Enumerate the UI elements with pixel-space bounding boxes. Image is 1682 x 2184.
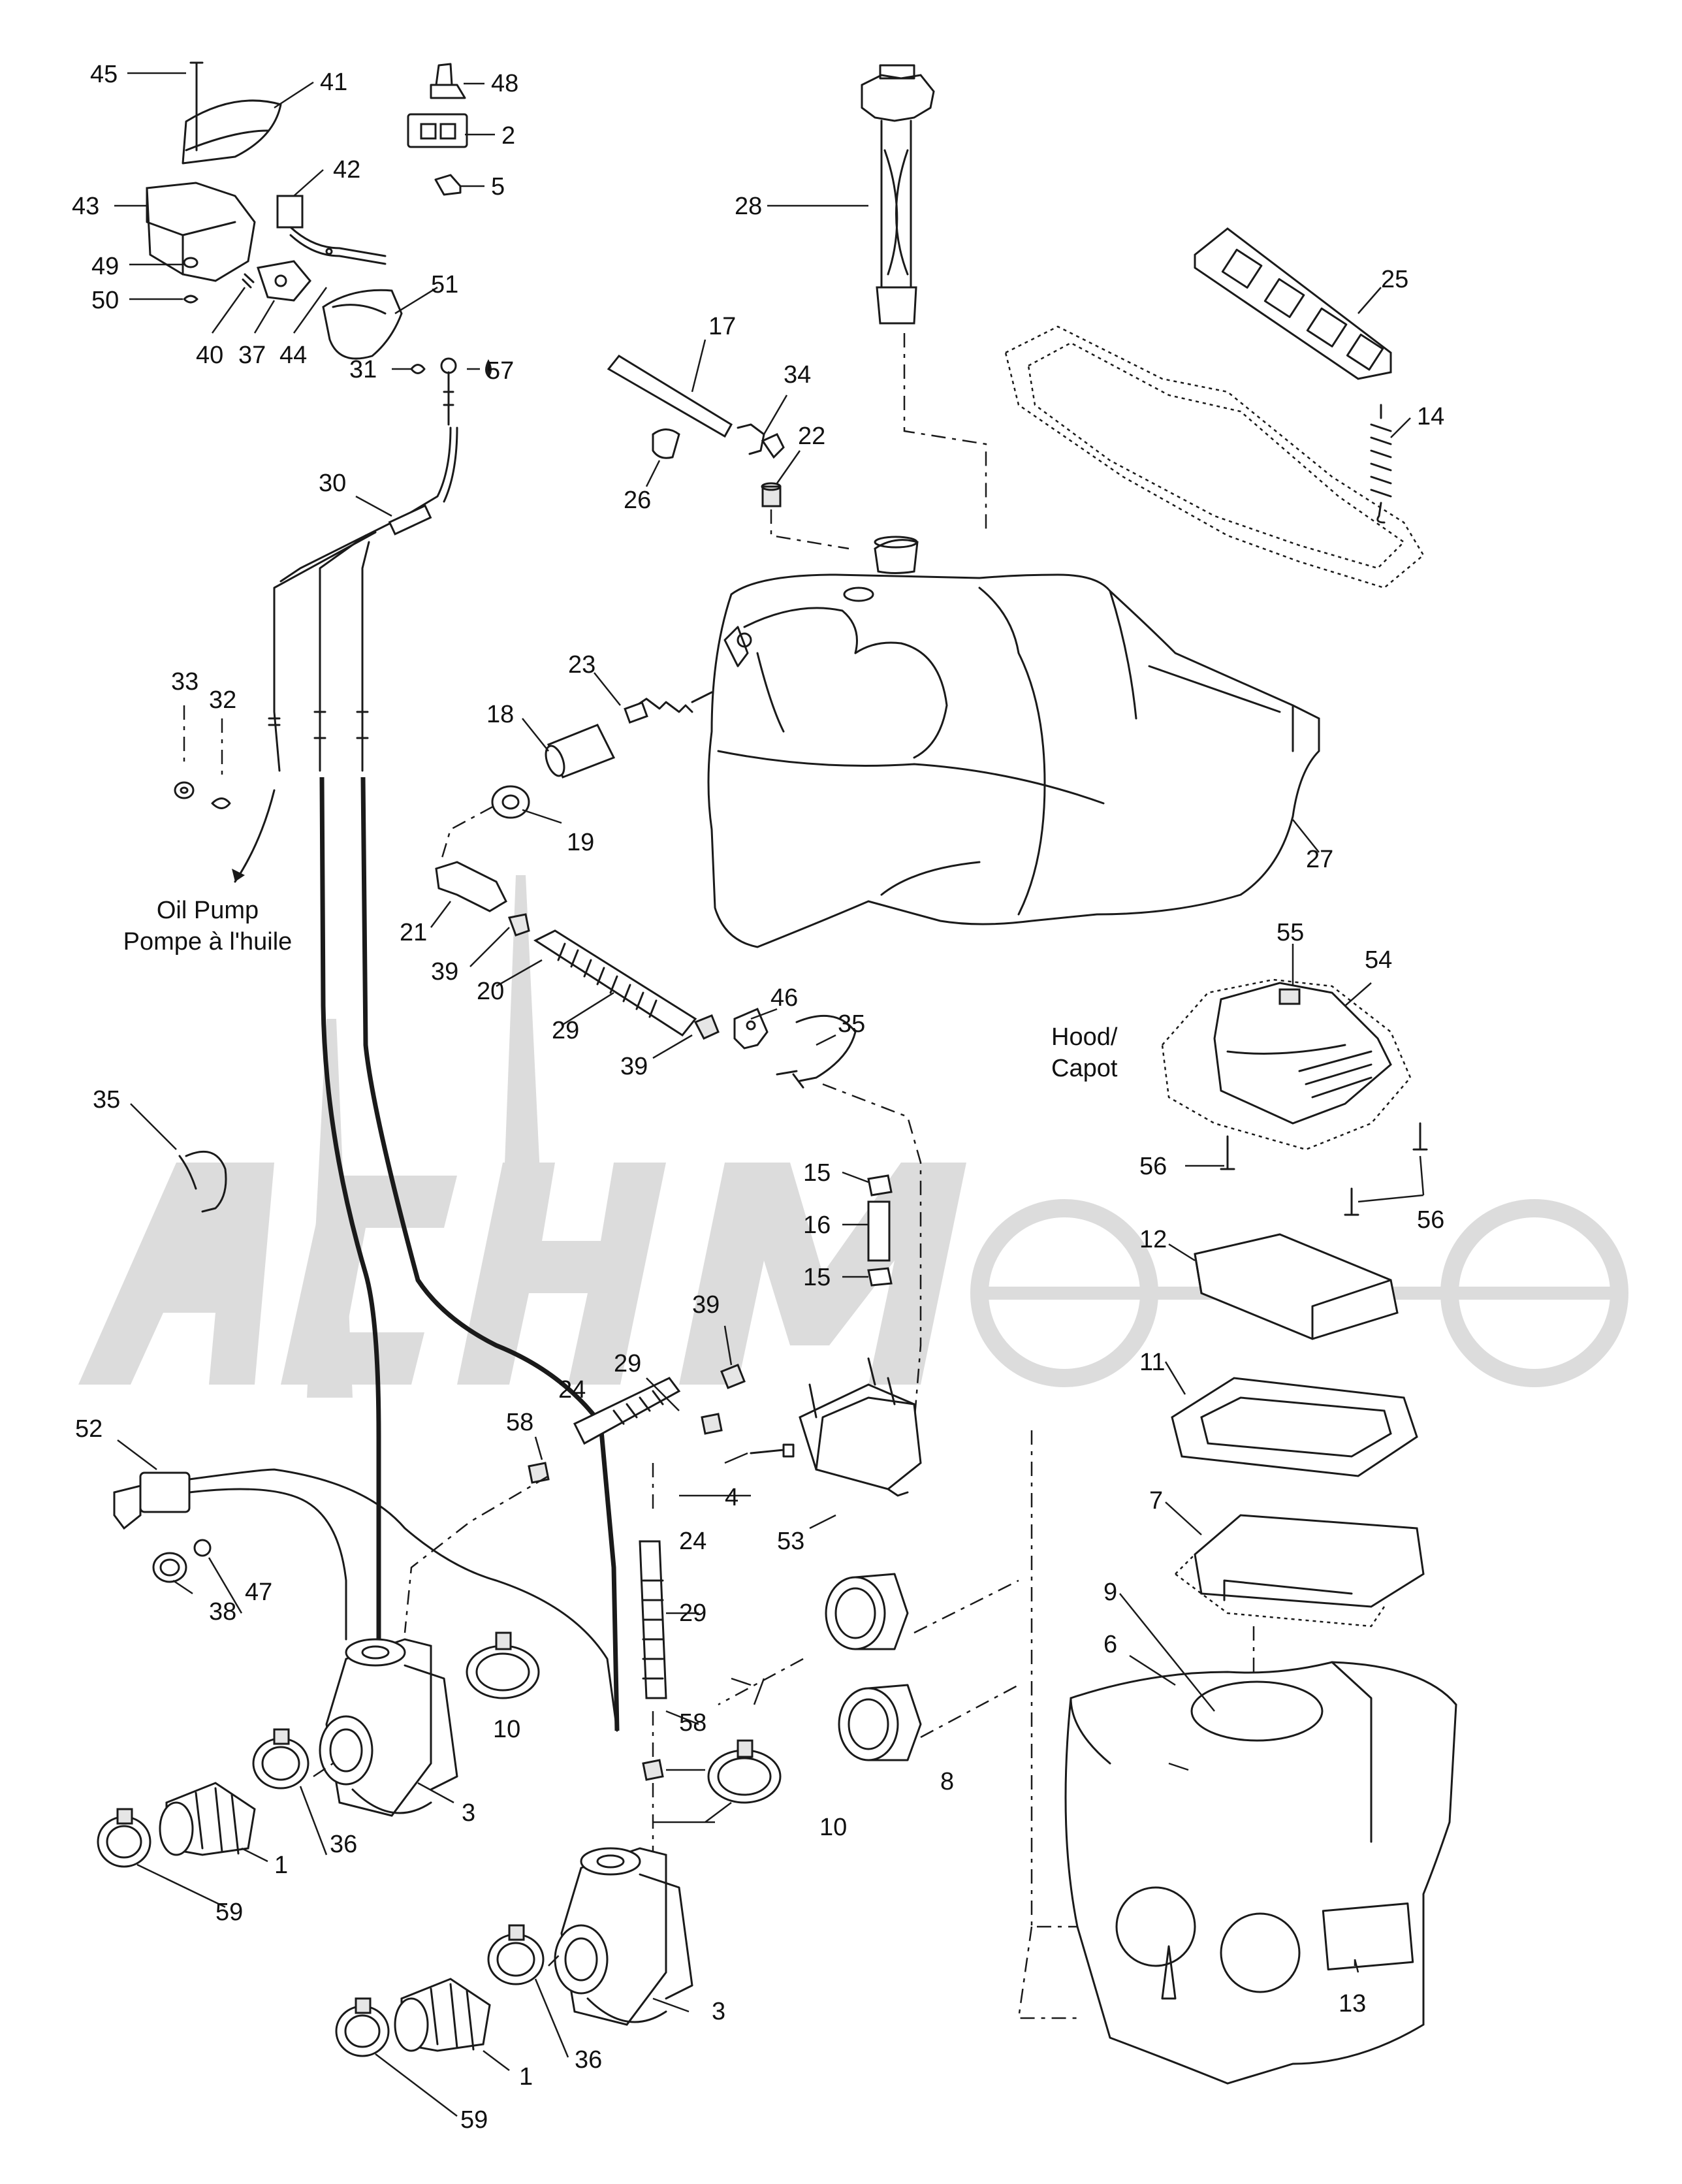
label-25: 25: [1381, 266, 1408, 293]
label-30: 30: [319, 470, 346, 497]
label-51: 51: [431, 271, 458, 298]
label-43: 43: [72, 193, 99, 220]
label-32: 32: [209, 686, 236, 714]
label-57: 57: [486, 357, 514, 385]
label-3-lower: 3: [712, 1998, 725, 2025]
label-9: 9: [1103, 1579, 1117, 1606]
oil-pump-note-fr: Pompe à l'huile: [123, 928, 293, 956]
label-29-mid: 29: [614, 1350, 641, 1377]
label-29-top: 29: [552, 1017, 579, 1044]
label-56-right: 56: [1417, 1206, 1444, 1234]
label-33: 33: [171, 668, 198, 696]
label-1-upper: 1: [274, 1852, 288, 1879]
fuel-tubes: [404, 1174, 893, 1874]
label-8: 8: [940, 1768, 954, 1795]
label-44: 44: [279, 342, 307, 369]
label-13: 13: [1339, 1990, 1366, 2017]
label-4: 4: [725, 1484, 738, 1511]
carburetor-1: [319, 1638, 458, 1817]
label-46: 46: [770, 984, 798, 1012]
label-10-right: 10: [819, 1814, 847, 1841]
label-59-upper: 59: [215, 1899, 243, 1926]
label-18: 18: [486, 701, 514, 728]
label-58-top: 58: [506, 1409, 533, 1436]
label-17: 17: [708, 313, 736, 340]
hood-group: [1161, 978, 1428, 1216]
label-35-right: 35: [838, 1010, 865, 1038]
label-21: 21: [400, 919, 427, 946]
label-3-upper: 3: [462, 1799, 475, 1827]
label-35-left: 35: [93, 1086, 120, 1114]
label-55: 55: [1277, 919, 1304, 946]
throttle-housing-group: [146, 61, 492, 426]
fuel-line-parts: [435, 691, 720, 1040]
label-50: 50: [91, 287, 119, 314]
intake-boots: [97, 1728, 562, 2057]
label-24-bottom: 24: [679, 1528, 706, 1555]
label-5: 5: [491, 173, 505, 201]
label-15-top: 15: [803, 1159, 831, 1187]
label-19: 19: [567, 829, 594, 856]
label-22: 22: [798, 423, 825, 450]
label-58-bottom: 58: [679, 1709, 706, 1737]
vent-hose-fittings: [607, 355, 849, 550]
label-53: 53: [777, 1528, 804, 1555]
label-49: 49: [91, 253, 119, 280]
strap-and-spring: [1004, 227, 1425, 589]
label-41: 41: [320, 69, 347, 96]
switch-harness: [113, 1468, 618, 1732]
label-59-lower: 59: [460, 2106, 488, 2134]
label-2: 2: [501, 122, 515, 150]
callout-labels: 45 41 48 2 5 42 43 49 50 40 37 44 51 31 …: [72, 61, 1444, 2134]
fuel-tank: [707, 536, 1320, 948]
label-27: 27: [1306, 846, 1333, 873]
label-29-bottom: 29: [679, 1599, 706, 1627]
label-48: 48: [491, 70, 518, 97]
label-15-bottom: 15: [803, 1264, 831, 1291]
label-16: 16: [803, 1212, 831, 1239]
label-34: 34: [784, 361, 811, 389]
fuel-cap-dipstick: [861, 64, 987, 529]
label-45: 45: [90, 61, 118, 88]
label-36-upper: 36: [330, 1831, 357, 1858]
air-silencer-group: [1017, 1233, 1457, 2085]
hood-note: Hood/: [1051, 1023, 1118, 1051]
label-23: 23: [568, 651, 595, 679]
label-31: 31: [349, 356, 377, 383]
label-38: 38: [209, 1598, 236, 1626]
label-39-lower: 39: [692, 1291, 720, 1319]
hood-note-fr: Capot: [1051, 1055, 1118, 1082]
label-40: 40: [196, 342, 223, 369]
clips-35-46: [178, 1008, 922, 1438]
throttle-cable-assembly: [268, 426, 620, 1790]
fuel-pump: [750, 1357, 922, 1497]
leader-lines: [114, 72, 1425, 2117]
label-14: 14: [1417, 403, 1444, 430]
label-36-lower: 36: [575, 2046, 602, 2074]
label-42: 42: [333, 156, 360, 184]
label-47: 47: [245, 1579, 272, 1606]
label-6: 6: [1103, 1631, 1117, 1658]
label-11: 11: [1139, 1349, 1165, 1376]
label-26: 26: [624, 487, 651, 514]
label-37: 37: [238, 342, 266, 369]
label-54: 54: [1365, 946, 1392, 974]
label-39-top: 39: [431, 958, 458, 986]
label-28: 28: [735, 193, 762, 220]
washer-group-32-33: [174, 705, 276, 883]
label-1-lower: 1: [519, 2063, 533, 2091]
label-52: 52: [75, 1415, 103, 1443]
label-20: 20: [477, 978, 504, 1005]
label-10-left: 10: [493, 1716, 520, 1743]
carburetor-2: [554, 1847, 693, 2026]
label-24-top: 24: [558, 1376, 586, 1404]
label-7: 7: [1149, 1487, 1163, 1515]
label-56-left: 56: [1139, 1153, 1167, 1180]
label-39-mid: 39: [620, 1053, 648, 1080]
boots-and-clamps: [466, 1573, 1019, 1804]
label-12: 12: [1139, 1226, 1167, 1253]
oil-pump-note: Oil Pump: [157, 897, 259, 924]
